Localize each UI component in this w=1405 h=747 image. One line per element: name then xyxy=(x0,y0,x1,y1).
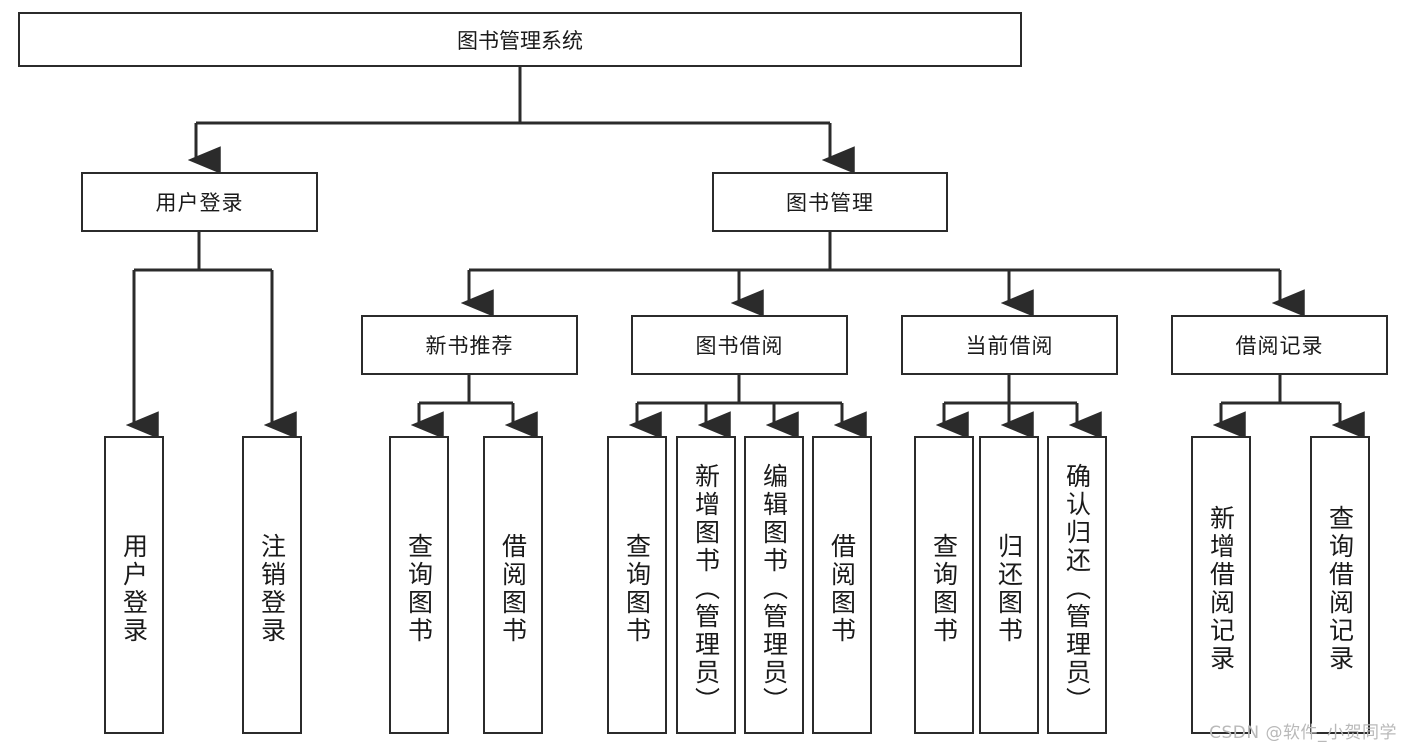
leaf-edit-book[interactable]: 编辑图书（管理员） xyxy=(744,436,804,734)
node-current-borrow[interactable]: 当前借阅 xyxy=(901,315,1118,375)
csdn-watermark: CSDN @软件_小贺同学 xyxy=(1209,723,1397,743)
leaf-query-book-current[interactable]: 查询图书 xyxy=(914,436,974,734)
node-user-login[interactable]: 用户登录 xyxy=(81,172,318,232)
leaf-user-login[interactable]: 用户登录 xyxy=(104,436,164,734)
leaf-add-borrow-record[interactable]: 新增借阅记录 xyxy=(1191,436,1251,734)
leaf-confirm-return[interactable]: 确认归还（管理员） xyxy=(1047,436,1107,734)
leaf-return-book[interactable]: 归还图书 xyxy=(979,436,1039,734)
leaf-query-book-borrow[interactable]: 查询图书 xyxy=(607,436,667,734)
leaf-query-borrow-record[interactable]: 查询借阅记录 xyxy=(1310,436,1370,734)
leaf-query-book-recommend[interactable]: 查询图书 xyxy=(389,436,449,734)
node-borrow-record[interactable]: 借阅记录 xyxy=(1171,315,1388,375)
leaf-borrow-book-recommend[interactable]: 借阅图书 xyxy=(483,436,543,734)
leaf-borrow-book[interactable]: 借阅图书 xyxy=(812,436,872,734)
leaf-logout-login[interactable]: 注销登录 xyxy=(242,436,302,734)
node-new-book-recommend[interactable]: 新书推荐 xyxy=(361,315,578,375)
node-book-manage[interactable]: 图书管理 xyxy=(712,172,948,232)
node-book-borrow[interactable]: 图书借阅 xyxy=(631,315,848,375)
node-root[interactable]: 图书管理系统 xyxy=(18,12,1022,67)
leaf-add-book[interactable]: 新增图书（管理员） xyxy=(676,436,736,734)
